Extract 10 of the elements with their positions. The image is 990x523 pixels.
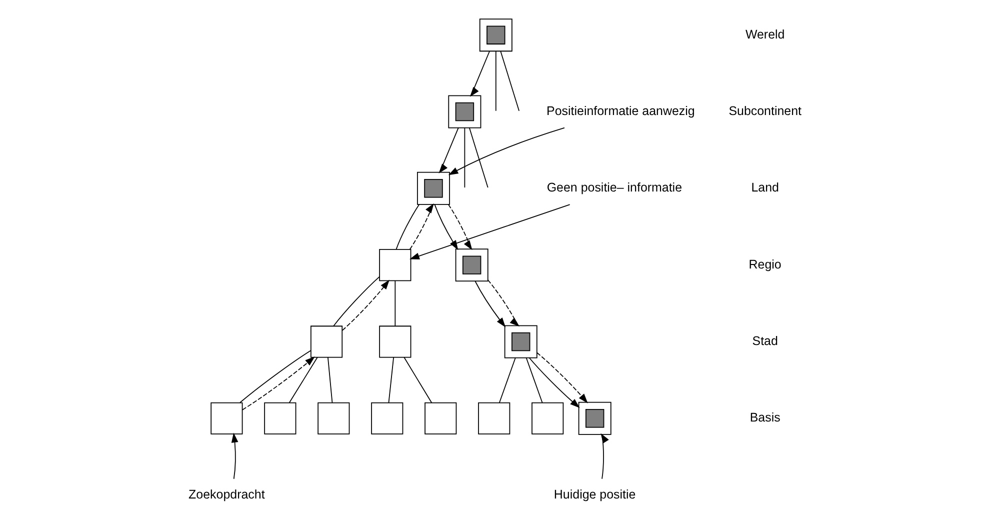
label: Wereld: [745, 27, 785, 42]
node-text: Zoekopdracht: [188, 487, 265, 502]
label: Regio: [748, 257, 782, 272]
node-text: Positieinformatie aanwezig: [546, 104, 695, 118]
label: Subcontinent: [728, 104, 802, 118]
label: Stad: [752, 334, 778, 348]
label: Land: [751, 180, 779, 195]
node-text: Geen positie– informatie: [546, 180, 682, 195]
node-text: Huidige positie: [554, 487, 636, 502]
label: Basis: [750, 410, 780, 425]
